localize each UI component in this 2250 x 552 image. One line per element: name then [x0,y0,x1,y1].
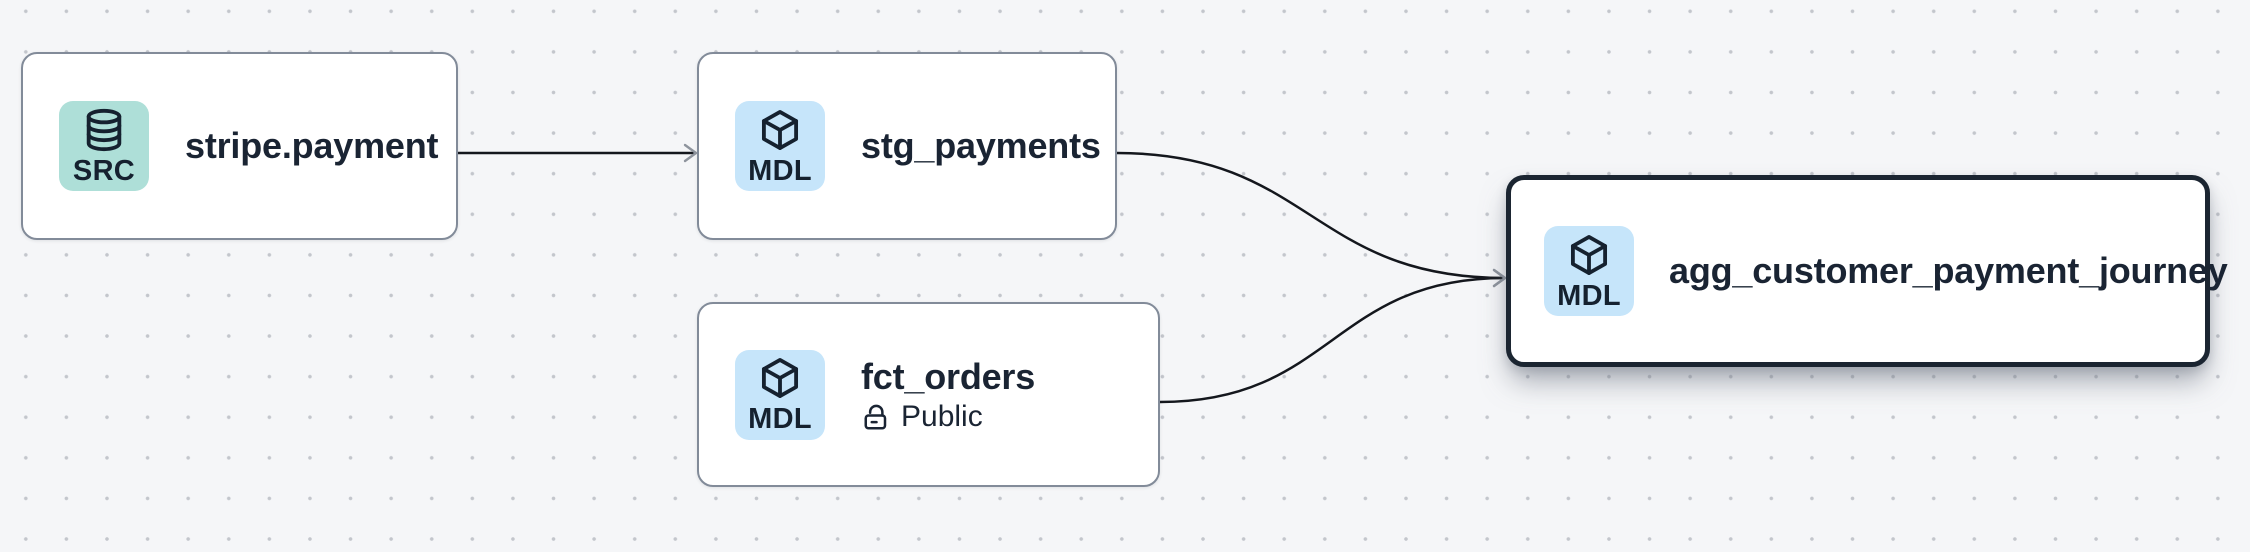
node-label: agg_customer_payment_journey [1669,250,2228,292]
node-labels: stripe.payment [185,126,438,166]
node-stripe_payment[interactable]: SRC stripe.payment [21,52,458,240]
node-type-badge: MDL [735,349,825,440]
node-label: stg_payments [861,125,1101,167]
badge-label: MDL [748,154,812,187]
node-labels: stg_payments [861,126,1101,166]
node-label: stripe.payment [185,125,439,167]
badge-label: MDL [1557,279,1621,312]
edge-fct_orders-to-agg_customer_payment_journey [1159,268,1507,404]
cube-icon [1566,232,1612,278]
database-icon [81,107,127,153]
badge-label: MDL [748,403,812,435]
edge-stg_payments-to-agg_customer_payment_journey [1116,151,1507,288]
node-label: fct_orders [861,355,1036,397]
unlock-icon [861,402,891,432]
cube-icon [757,355,803,401]
badge-label: SRC [72,154,136,187]
node-stg_payments[interactable]: MDL stg_payments [697,52,1117,240]
access-sublabel: Public [861,402,1035,432]
node-agg_customer_payment_journey[interactable]: MDL agg_customer_payment_journey [1506,175,2228,367]
access-label: Public [901,400,983,434]
node-type-badge: SRC [59,101,149,191]
node-labels: agg_customer_payment_journey [1669,250,2228,292]
cube-icon [757,107,803,153]
node-type-badge: MDL [1544,226,1634,316]
node-type-badge: MDL [735,101,825,191]
